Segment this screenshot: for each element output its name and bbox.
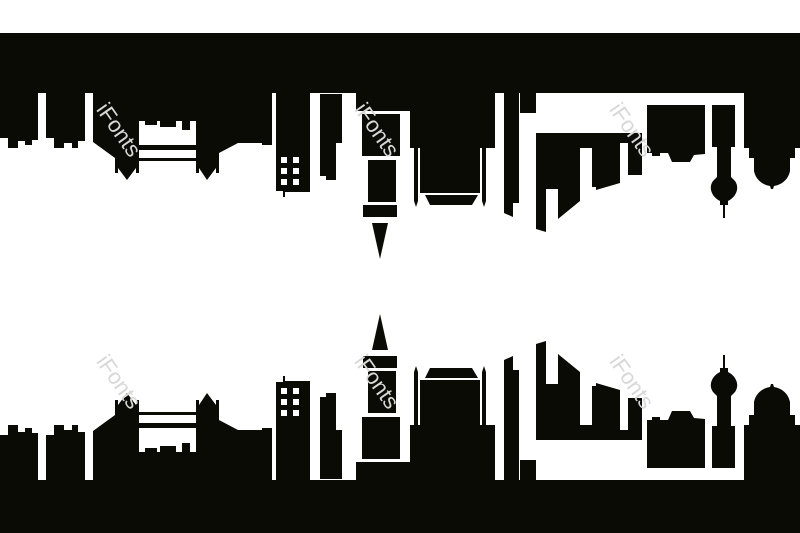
skyline-top-reflection [0,33,800,259]
skyline-bottom [0,314,800,533]
